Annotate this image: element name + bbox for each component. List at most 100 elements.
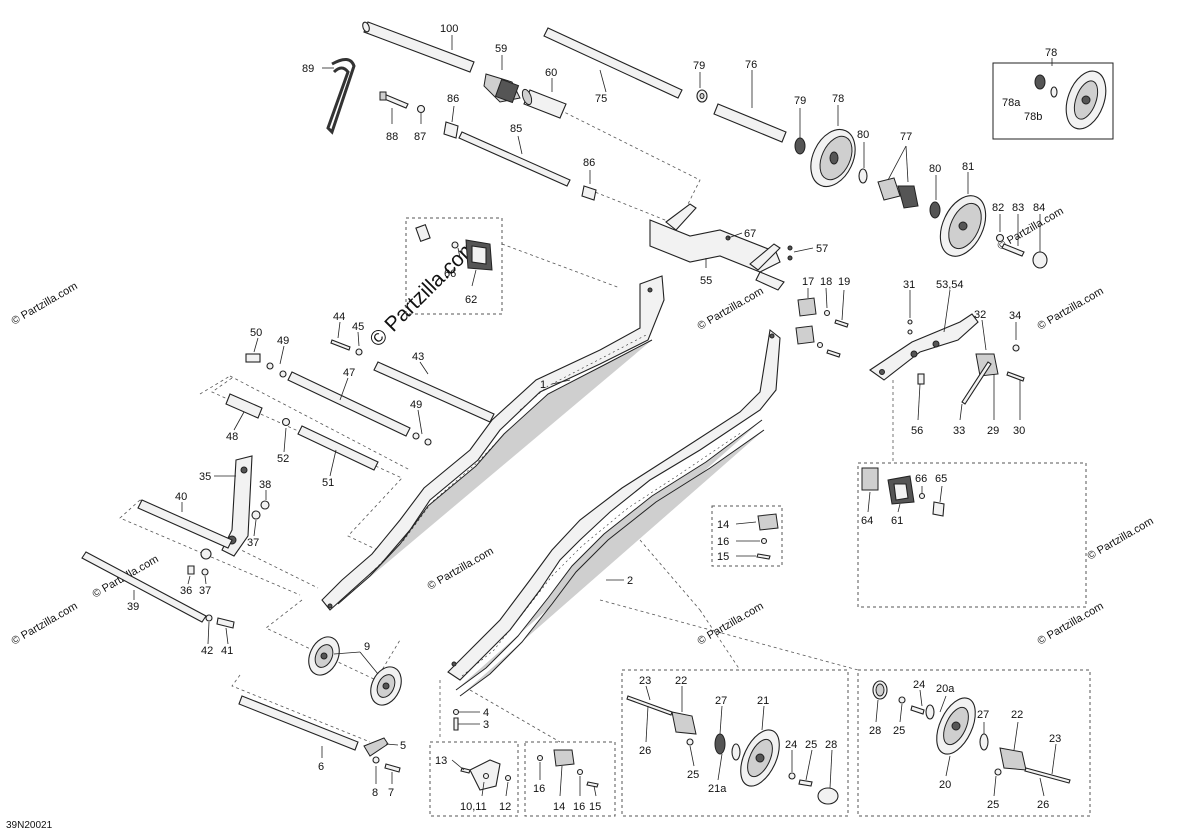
callout-45: 45 — [352, 321, 364, 333]
callout-56: 56 — [911, 425, 923, 437]
callout-64: 64 — [861, 515, 873, 527]
callout-20: 20 — [939, 779, 951, 791]
callout-60: 60 — [545, 67, 557, 79]
rail-2 — [447, 328, 781, 697]
wheels-9 — [308, 636, 402, 706]
shaft-43 — [373, 361, 495, 423]
callout-25: 25 — [805, 739, 817, 751]
watermark: © Partzilla.com — [10, 280, 80, 327]
detail-box-14 — [711, 505, 783, 567]
callout-16: 16 — [573, 801, 585, 813]
callout-24: 24 — [913, 679, 925, 691]
callout-26: 26 — [639, 745, 651, 757]
callout-17: 17 — [802, 276, 814, 288]
detail-box-14b — [524, 741, 616, 817]
callout-48: 48 — [226, 431, 238, 443]
callout-15: 15 — [589, 801, 601, 813]
callout-61: 61 — [891, 515, 903, 527]
spacer-79 — [794, 137, 806, 155]
callout-51: 51 — [322, 477, 334, 489]
rail-1 — [321, 275, 665, 611]
leader-lines — [133, 35, 1057, 797]
callout-85: 85 — [510, 123, 522, 135]
callout-80: 80 — [929, 163, 941, 175]
callout-38: 38 — [259, 479, 271, 491]
callout-33: 33 — [953, 425, 965, 437]
callout-28: 28 — [825, 739, 837, 751]
callout-62: 62 — [465, 294, 477, 306]
callout-40: 40 — [175, 491, 187, 503]
callout-79: 79 — [794, 95, 806, 107]
callout-14: 14 — [717, 519, 729, 531]
callout-55: 55 — [700, 275, 712, 287]
callout-77: 77 — [900, 131, 912, 143]
wheel-assembly-21 — [626, 695, 839, 805]
wheel-assembly-20 — [872, 680, 1071, 784]
callout-88: 88 — [386, 131, 398, 143]
idler-wheel-81 — [939, 195, 987, 257]
callout-82: 82 — [992, 202, 1004, 214]
callout-37: 37 — [199, 585, 211, 597]
callout-67: 67 — [744, 228, 756, 240]
watermark: © Partzilla.com — [1086, 515, 1156, 562]
callout-27: 27 — [977, 709, 989, 721]
watermark: © Partzilla.com — [696, 285, 766, 332]
callout-8: 8 — [372, 787, 378, 799]
top-shafts — [326, 21, 1107, 269]
detail-box-62 — [405, 217, 503, 315]
shaft-51 — [297, 425, 379, 471]
shaft-47 — [287, 371, 411, 437]
washer-37 — [201, 568, 209, 576]
assembly-lines — [119, 109, 894, 743]
callout-52: 52 — [277, 453, 289, 465]
callout-23: 23 — [1049, 733, 1061, 745]
shaft-85 — [458, 131, 571, 187]
bolt-38 — [260, 500, 270, 510]
callout-34: 34 — [1009, 310, 1021, 322]
slider-14 — [756, 513, 779, 560]
callout-13: 13 — [435, 755, 447, 767]
callout-24: 24 — [785, 739, 797, 751]
callout-3: 3 — [483, 719, 489, 731]
callout-5: 5 — [400, 740, 406, 752]
washer-82 — [995, 233, 1005, 243]
detail-box-20 — [857, 669, 1091, 817]
callout-6: 6 — [318, 761, 324, 773]
callout-42: 42 — [201, 645, 213, 657]
slider-14b — [536, 749, 599, 788]
callout-20a: 20a — [936, 683, 955, 695]
callout-80: 80 — [857, 129, 869, 141]
callout-21a: 21a — [708, 783, 727, 795]
callout-78: 78 — [832, 93, 844, 105]
callout-10-11: 10,11 — [460, 801, 487, 813]
callout-79: 79 — [693, 60, 705, 72]
fastener-34 — [452, 708, 460, 731]
callout-76: 76 — [745, 59, 757, 71]
callout-22: 22 — [675, 675, 687, 687]
shaft-39 — [81, 551, 207, 623]
callout-78a: 78a — [1002, 97, 1021, 109]
bolt-44 — [330, 339, 351, 351]
detail-boxes — [405, 62, 1114, 817]
callout-86: 86 — [447, 93, 459, 105]
callout-83: 83 — [1012, 202, 1024, 214]
clip-89 — [326, 58, 356, 135]
bolt-41 — [216, 617, 235, 629]
callout-37: 37 — [247, 537, 259, 549]
callout-25: 25 — [687, 769, 699, 781]
callout-66: 66 — [915, 473, 927, 485]
callout-21: 21 — [757, 695, 769, 707]
front-arm-35 — [81, 455, 270, 629]
block-17 — [795, 297, 849, 358]
callout-27: 27 — [715, 695, 727, 707]
cap-84 — [1032, 251, 1048, 269]
detail-box-61 — [857, 462, 1087, 608]
callout-81: 81 — [962, 161, 974, 173]
callout-100: 100 — [440, 23, 458, 35]
shaft-40 — [137, 499, 233, 549]
bushing-86a — [443, 121, 459, 139]
axle-6 — [238, 695, 401, 773]
callout-39: 39 — [127, 601, 139, 613]
callout-87: 87 — [414, 131, 426, 143]
